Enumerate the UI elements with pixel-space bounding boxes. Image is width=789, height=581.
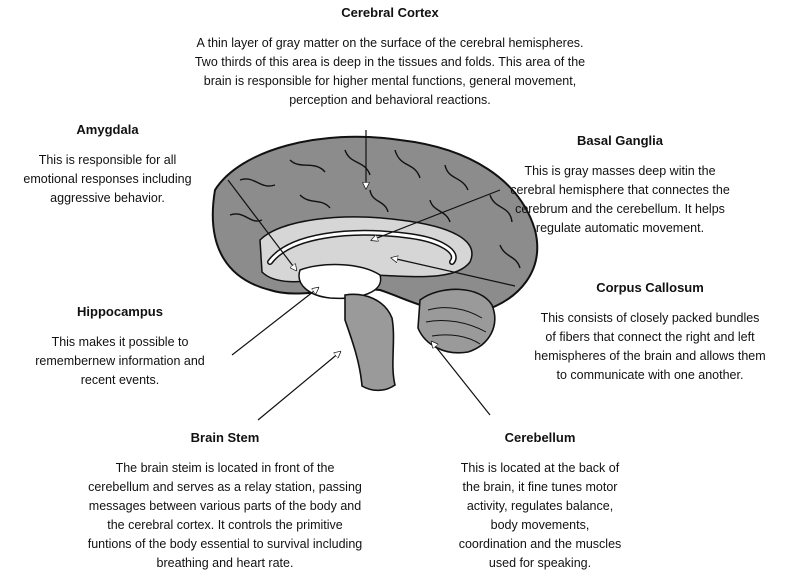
label-brain-stem: Brain Stem The brain steim is located in…: [55, 430, 395, 573]
label-corpus-callosum: Corpus Callosum This consists of closely…: [515, 280, 785, 385]
amygdala-title: Amygdala: [0, 122, 215, 137]
cerebral-cortex-text: A thin layer of gray matter on the surfa…: [140, 34, 640, 110]
corpus-callosum-title: Corpus Callosum: [515, 280, 785, 295]
brain-stem-title: Brain Stem: [55, 430, 395, 445]
label-basal-ganglia: Basal Ganglia This is gray masses deep w…: [500, 133, 740, 238]
label-hippocampus: Hippocampus This makes it possible to re…: [0, 304, 240, 390]
arrow-hippocampus: [232, 288, 318, 355]
cerebral-cortex-title: Cerebral Cortex: [140, 5, 640, 20]
cerebellum-text: This is located at the back of the brain…: [425, 459, 655, 573]
hippocampus-title: Hippocampus: [0, 304, 240, 319]
hippocampus-text: This makes it possible to remembernew in…: [0, 333, 240, 390]
brain-stem-text: The brain steim is located in front of t…: [55, 459, 395, 573]
basal-ganglia-text: This is gray masses deep witin the cereb…: [500, 162, 740, 238]
label-cerebellum: Cerebellum This is located at the back o…: [425, 430, 655, 573]
brain-stem-shape: [345, 294, 395, 390]
corpus-callosum-text: This consists of closely packed bundles …: [515, 309, 785, 385]
amygdala-text: This is responsible for all emotional re…: [0, 151, 215, 208]
label-cerebral-cortex: Cerebral Cortex A thin layer of gray mat…: [140, 5, 640, 110]
basal-ganglia-title: Basal Ganglia: [500, 133, 740, 148]
label-amygdala: Amygdala This is responsible for all emo…: [0, 122, 215, 208]
cerebellum-title: Cerebellum: [425, 430, 655, 445]
arrow-brainstem: [258, 352, 340, 420]
